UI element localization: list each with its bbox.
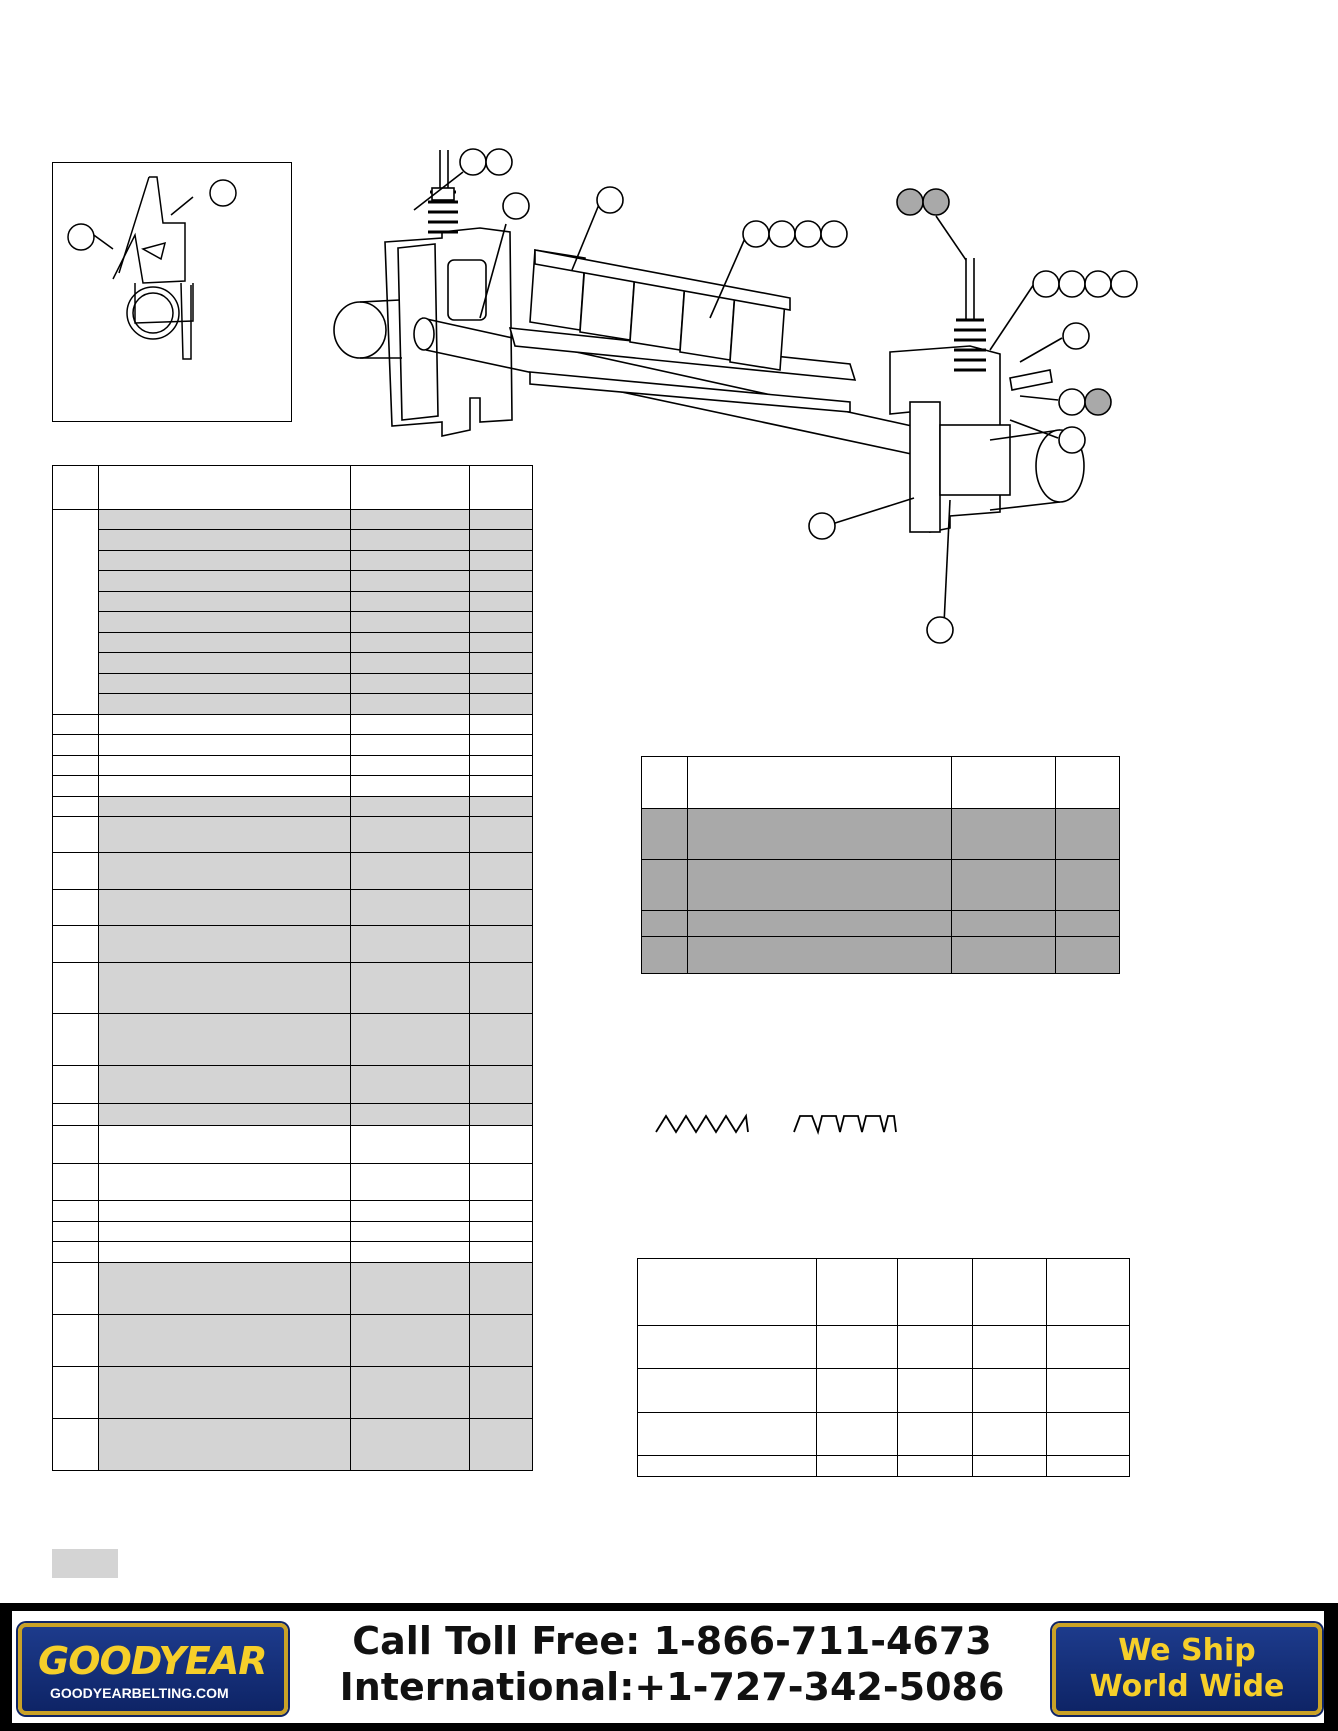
table-row: [52, 1065, 533, 1104]
size-table: [637, 1258, 1130, 1477]
zigzag-blade-profile-icon: [655, 1113, 749, 1134]
notched-blade-profile-icon: [793, 1115, 897, 1136]
brand-url: GOODYEARBELTING.COM: [50, 1685, 229, 1701]
table-row: [52, 889, 533, 926]
table-row: [53, 529, 533, 551]
table-row: [52, 714, 533, 735]
table-row: [52, 962, 533, 1014]
table-row: [52, 734, 533, 756]
cleaner-assembly-drawing: [333, 148, 1138, 644]
options-table: [641, 756, 1120, 974]
table-row: [53, 632, 533, 653]
table-row: [637, 1412, 1130, 1456]
table-row: [52, 816, 533, 853]
table-row: [53, 550, 533, 571]
table-row: [53, 570, 533, 592]
table-row: [53, 591, 533, 612]
we-ship-world-wide-badge[interactable]: We Ship World Wide: [1052, 1623, 1322, 1715]
table-row: [52, 509, 533, 715]
table-row: [52, 1163, 533, 1201]
table-row: [53, 611, 533, 633]
table-row: [52, 775, 533, 797]
goodyear-logo-badge[interactable]: GOODYEAR GOODYEARBELTING.COM: [18, 1623, 288, 1715]
parts-list-table: [52, 465, 533, 1471]
table-row: [52, 1221, 533, 1242]
table-row: [637, 1325, 1130, 1369]
table-row: [52, 1103, 533, 1126]
tensioner-detail-drawing: [67, 176, 237, 360]
footer-inner: GOODYEAR GOODYEARBELTING.COM Call Toll F…: [12, 1611, 1324, 1723]
table-row: [641, 936, 1120, 974]
footer-banner: GOODYEAR GOODYEARBELTING.COM Call Toll F…: [0, 1603, 1338, 1731]
table-row: [52, 852, 533, 890]
table-row: [52, 1013, 533, 1066]
table-row: [52, 925, 533, 963]
table-row: [53, 652, 533, 674]
table-row: [52, 1125, 533, 1164]
detail-inset: [52, 162, 292, 422]
ship-line-2: World Wide: [1089, 1669, 1285, 1704]
table-row: [641, 910, 1120, 937]
table-row: [53, 673, 533, 694]
table-row: [637, 1368, 1130, 1413]
table-row: [52, 755, 533, 776]
table-row: [641, 808, 1120, 860]
brand-name: GOODYEAR: [38, 1639, 268, 1683]
international-phone[interactable]: International:+1-727-342-5086: [339, 1665, 1005, 1709]
table-row: [52, 796, 533, 817]
table-row: [52, 1366, 533, 1419]
table-row: [52, 1314, 533, 1367]
ship-line-1: We Ship: [1118, 1633, 1256, 1668]
table-row: [52, 1200, 533, 1222]
table-row: [52, 1262, 533, 1315]
table-row: [637, 1455, 1130, 1477]
table-header-row: [52, 465, 533, 510]
table-row: [52, 1418, 533, 1471]
table-header-row: [641, 756, 1120, 809]
table-row: [641, 859, 1120, 911]
table-row: [52, 1241, 533, 1263]
toll-free-phone[interactable]: Call Toll Free: 1-866-711-4673: [352, 1619, 992, 1663]
table-header-row: [637, 1258, 1130, 1326]
table-row: [53, 693, 533, 715]
shaded-legend-swatch: [52, 1549, 118, 1578]
